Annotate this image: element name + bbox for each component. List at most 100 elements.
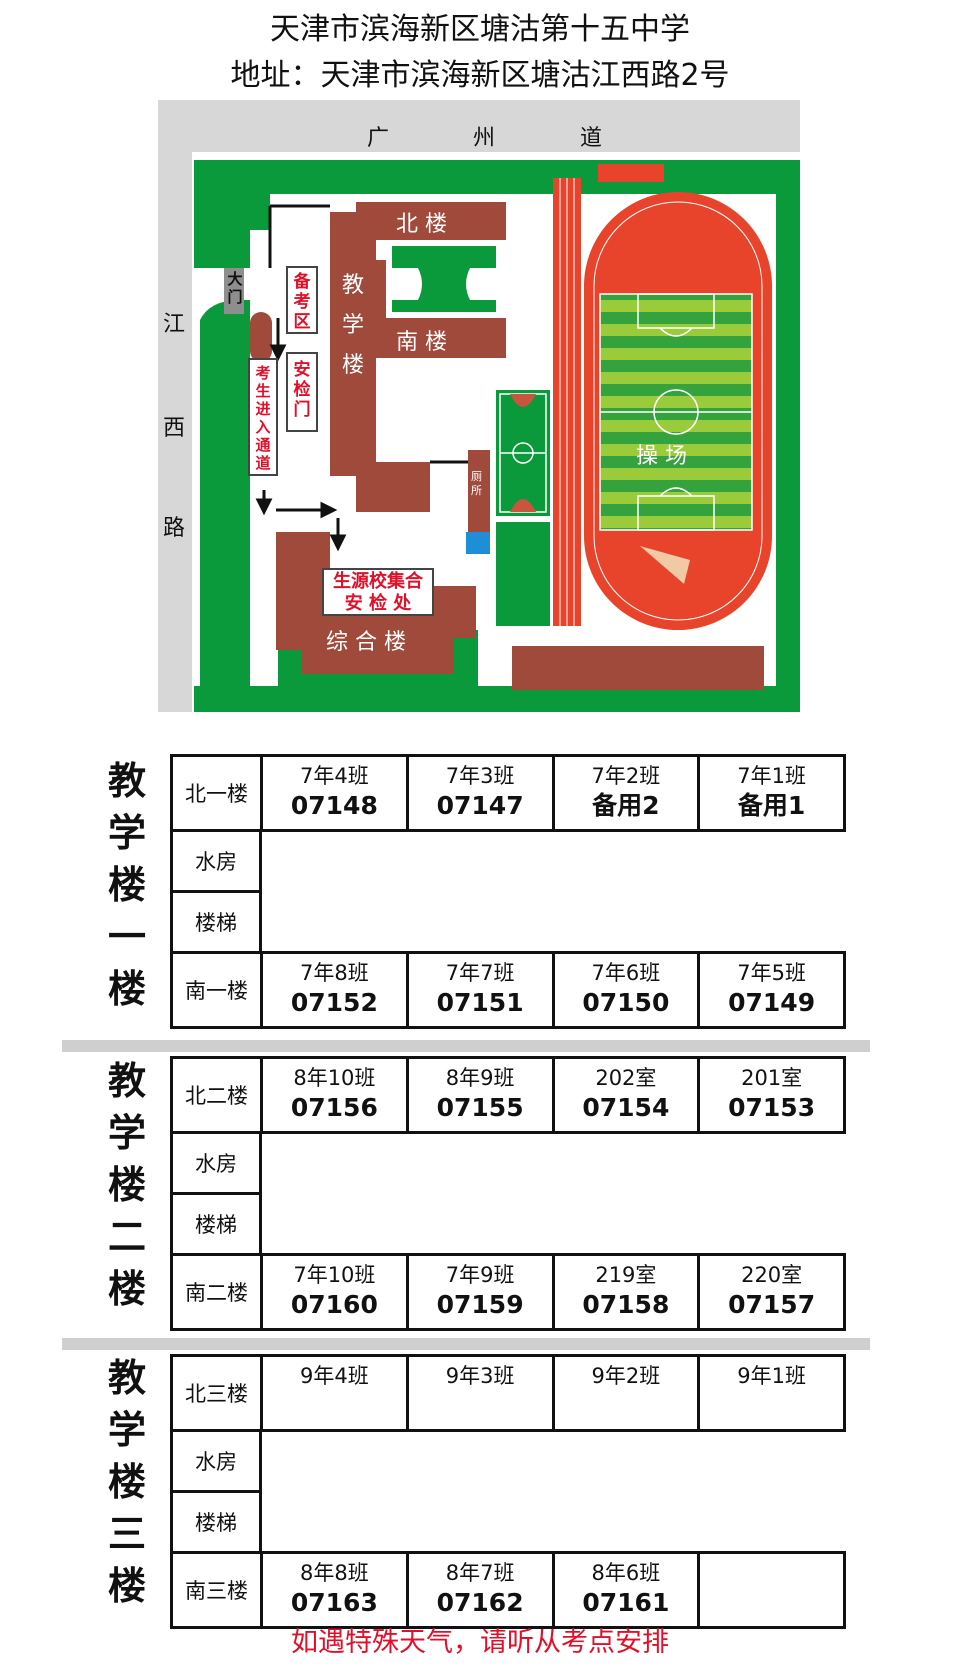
- building-connector: [356, 260, 386, 318]
- floor-separator-1: [62, 1040, 870, 1052]
- room-name: 8年8班: [300, 1561, 369, 1585]
- floor-3-title-char-5: 楼: [107, 1564, 146, 1608]
- security-gate-label: 安检门: [293, 360, 311, 420]
- floor-3-south-label: 南三楼: [173, 1554, 263, 1626]
- complex-building-label: 综 合 楼: [326, 630, 406, 655]
- road-top-char-3: 道: [580, 126, 603, 151]
- standby-area-label: 备考区: [293, 272, 311, 332]
- floor-1-title-char-2: 学: [107, 811, 146, 855]
- room: 7年9班 07159: [409, 1256, 555, 1328]
- toilet-label-char-1: 厕: [471, 470, 482, 483]
- room-code: 07158: [582, 1290, 670, 1319]
- hedge-right: [776, 160, 800, 712]
- room-name: 202室: [595, 1066, 657, 1090]
- room-name: 7年5班: [737, 961, 806, 985]
- road-top-char-1: 广: [367, 126, 390, 151]
- room-name: 7年7班: [445, 961, 515, 985]
- track-lane-line: [593, 201, 763, 621]
- floor-2-title: 教 学 楼 二 楼: [105, 1055, 149, 1315]
- toilet-marker: [466, 532, 490, 554]
- room-code: 07148: [290, 791, 378, 820]
- room-code: 07149: [728, 988, 816, 1017]
- hedge-corner: [250, 190, 270, 230]
- floor-2-title-char-4: 二: [107, 1215, 146, 1259]
- room-code: 07156: [290, 1093, 378, 1122]
- campus-map-drawing: [158, 100, 800, 712]
- floor-3-title-char-2: 学: [107, 1408, 146, 1452]
- room-name: 7年8班: [300, 961, 369, 985]
- school-address: 地址：天津市滨海新区塘沽江西路2号: [230, 58, 730, 93]
- room-code: 07154: [582, 1093, 670, 1122]
- gate-label-char-1: 大: [227, 270, 243, 288]
- road-top-char-2: 州: [473, 126, 496, 151]
- gate-block: [224, 268, 244, 314]
- north-building-label: 北 楼: [396, 212, 447, 237]
- room-name: 220室: [741, 1263, 803, 1287]
- road-left-char-3: 路: [163, 516, 186, 541]
- room-name: 201室: [741, 1066, 803, 1090]
- room-name: 9年1班: [737, 1364, 806, 1388]
- room-code: 07159: [436, 1290, 524, 1319]
- room: 9年2班: [555, 1357, 701, 1429]
- floor-3-north-label: 北三楼: [173, 1357, 263, 1429]
- school-name: 天津市滨海新区塘沽第十五中学: [270, 12, 690, 47]
- room: 219室 07158: [555, 1256, 701, 1328]
- room-name: 8年6班: [591, 1561, 661, 1585]
- room-name: 219室: [595, 1263, 657, 1287]
- south-long-building: [512, 646, 764, 690]
- teaching-building-block: [330, 212, 376, 476]
- floor-1-title-char-5: 楼: [107, 967, 146, 1011]
- security-gate-box: 安检门: [286, 352, 318, 432]
- court-key-top: [510, 394, 536, 407]
- room: 202室 07154: [555, 1059, 701, 1131]
- room-name: 7年2班: [591, 764, 661, 788]
- room-code: 07157: [728, 1290, 816, 1319]
- floor-1-water-room: 水房: [170, 829, 262, 893]
- room-name: 7年9班: [445, 1263, 515, 1287]
- standby-area-box: 备考区: [286, 266, 318, 334]
- room: 9年4班: [263, 1357, 409, 1429]
- room-code: 备用2: [592, 791, 660, 820]
- gate-label: 大 门: [225, 270, 245, 306]
- toilet-label: 厕 所: [471, 470, 485, 498]
- floor-1-south-label: 南一楼: [173, 954, 263, 1026]
- room-code: 07147: [436, 791, 524, 820]
- floor-3-water-room: 水房: [170, 1429, 262, 1493]
- floor-2-title-char-5: 楼: [107, 1267, 146, 1311]
- court-circle: [512, 442, 534, 464]
- room: 7年2班备用2: [555, 757, 701, 829]
- room-name: 9年4班: [300, 1364, 369, 1388]
- floor-3-title-char-3: 楼: [107, 1460, 146, 1504]
- assembly-label-line-1: 生源校集合: [333, 571, 423, 592]
- teaching-label-char-3: 楼: [342, 353, 365, 378]
- floor-3-title-char-1: 教: [107, 1356, 146, 1400]
- room-name: 7年10班: [293, 1263, 376, 1287]
- floor-3-stairs: 楼梯: [170, 1490, 262, 1554]
- room-name: 8年10班: [293, 1066, 376, 1090]
- road-jiangxi: [158, 100, 192, 712]
- room-name: 8年9班: [445, 1066, 515, 1090]
- floor-separator-2: [62, 1338, 870, 1350]
- room-code: 07160: [290, 1290, 378, 1319]
- teaching-building-south-end: [356, 462, 430, 512]
- campus-map: 广 州 道 江 西 路 大 门 备考区 安检门 考生进入通道 北 楼 南 楼 教…: [0, 0, 960, 720]
- room-name: 7年3班: [445, 764, 515, 788]
- room: 7年3班 07147: [409, 757, 555, 829]
- room-name: 8年7班: [445, 1561, 515, 1585]
- pitch-lines: [599, 293, 753, 531]
- floor-3-title-char-4: 三: [107, 1512, 146, 1556]
- floor-2-title-char-3: 楼: [107, 1163, 146, 1207]
- floor-2-north-label: 北二楼: [173, 1059, 263, 1131]
- hedge-top-left: [194, 160, 250, 268]
- floor-3-title: 教 学 楼 三 楼: [105, 1352, 149, 1612]
- room-code: 备用1: [737, 791, 806, 820]
- room: 7年10班 07160: [263, 1256, 409, 1328]
